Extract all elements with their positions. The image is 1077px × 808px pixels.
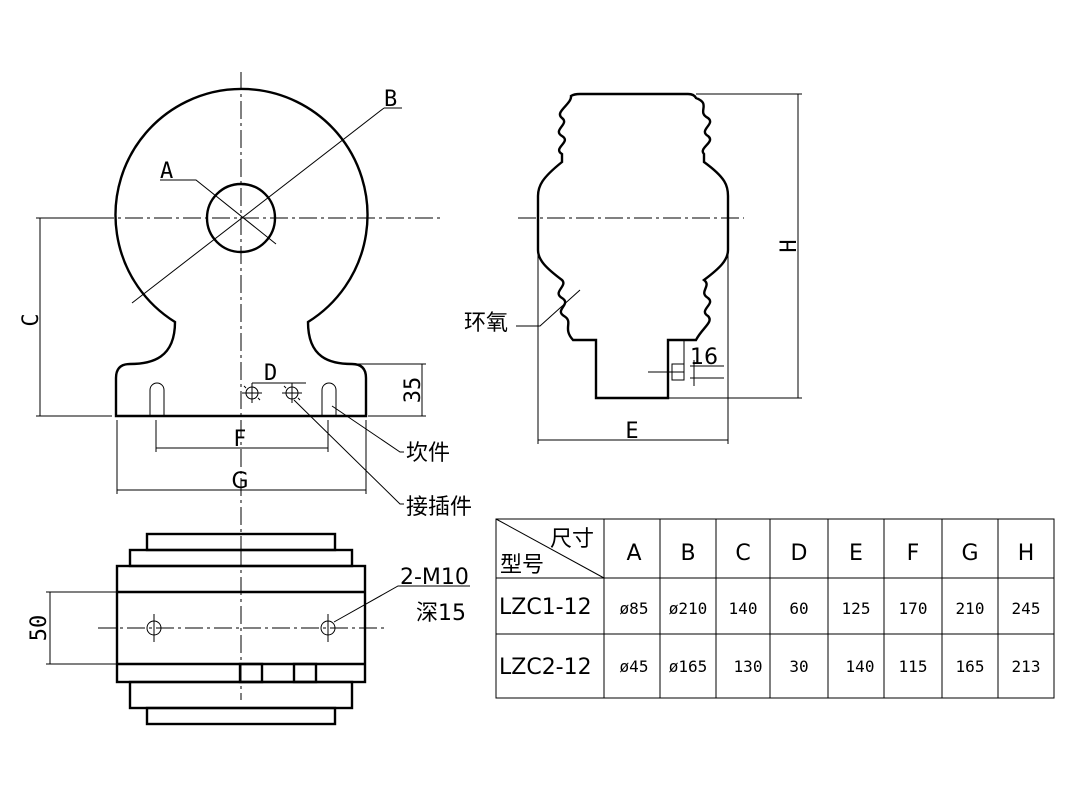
dim-D-label: D (264, 361, 277, 386)
slot-left (149, 382, 165, 416)
table-header-dimension: 尺寸 (550, 527, 594, 552)
label-soft-part: 坎件 (406, 441, 450, 466)
table-cell: ø45 (620, 657, 649, 676)
table-col-G: G (961, 541, 978, 566)
table-col-A: A (626, 541, 641, 566)
dimension-table: 尺寸 型号 A B C D E F G H LZC1-12 ø85 ø210 1… (495, 518, 1055, 699)
table-cell: 213 (1012, 657, 1041, 676)
bottom-view: 50 2-M10 深15 (27, 532, 470, 726)
table-cell: 30 (789, 657, 808, 676)
tab-left (238, 662, 264, 684)
dim-A-leader (160, 179, 277, 245)
table-cell: 130 (734, 657, 763, 676)
side-outline (536, 92, 730, 400)
label-thread: 2-M10 (400, 565, 469, 590)
dim-G-label: G (231, 469, 248, 494)
dim-E-label: E (625, 419, 638, 444)
table-cell: ø85 (620, 599, 649, 618)
table-cell: 140 (729, 599, 758, 618)
table-col-B: B (680, 541, 695, 566)
dim-C-label: C (19, 313, 44, 326)
bottom-base-cap (145, 706, 337, 726)
table-col-D: D (791, 541, 808, 566)
table-cell: 165 (956, 657, 985, 676)
dim-16-label: 16 (690, 345, 718, 370)
leader-connector (293, 399, 404, 505)
table-cell: ø165 (669, 657, 708, 676)
table-cell: 125 (842, 599, 871, 618)
hole-right (320, 614, 336, 642)
front-view: B A C D 35 F G 坎件 接插件 (19, 72, 472, 700)
side-view: 16 环氧 E H (464, 92, 802, 444)
table-col-F: F (907, 541, 920, 566)
table-cell: 115 (899, 657, 928, 676)
dim-50-label: 50 (27, 615, 52, 642)
dim-A-label: A (160, 159, 173, 184)
label-epoxy: 环氧 (464, 311, 508, 336)
table-cell: 245 (1012, 599, 1041, 618)
table-col-H: H (1018, 541, 1035, 566)
hole-left (146, 614, 162, 642)
table-row-model: LZC2-12 (499, 655, 592, 680)
table-cell: 60 (789, 599, 808, 618)
connector-symbol-right (282, 383, 302, 403)
label-depth: 深15 (416, 601, 466, 626)
leader-soft-part (331, 405, 404, 453)
dim-B-label: B (384, 87, 397, 112)
leader-thread (333, 585, 470, 623)
table-cell: 210 (956, 599, 985, 618)
leader-epoxy (516, 289, 581, 327)
dim-B-line (131, 107, 385, 304)
table-cell: 170 (899, 599, 928, 618)
connector-symbol-left (242, 383, 262, 403)
table-col-E: E (849, 541, 863, 566)
label-connector: 接插件 (406, 495, 472, 520)
tab-right (292, 662, 318, 684)
dim-H-label: H (777, 239, 802, 252)
table-col-C: C (735, 541, 750, 566)
slot-right (321, 382, 337, 416)
table-header-model: 型号 (500, 553, 544, 578)
table-cell: ø210 (669, 599, 708, 618)
table-row-model: LZC1-12 (499, 595, 592, 620)
table-diagonal (495, 518, 605, 579)
front-outline (114, 87, 369, 418)
dim-35-label: 35 (401, 377, 426, 404)
dim-F-label: F (234, 427, 247, 452)
table-cell: 140 (846, 657, 875, 676)
